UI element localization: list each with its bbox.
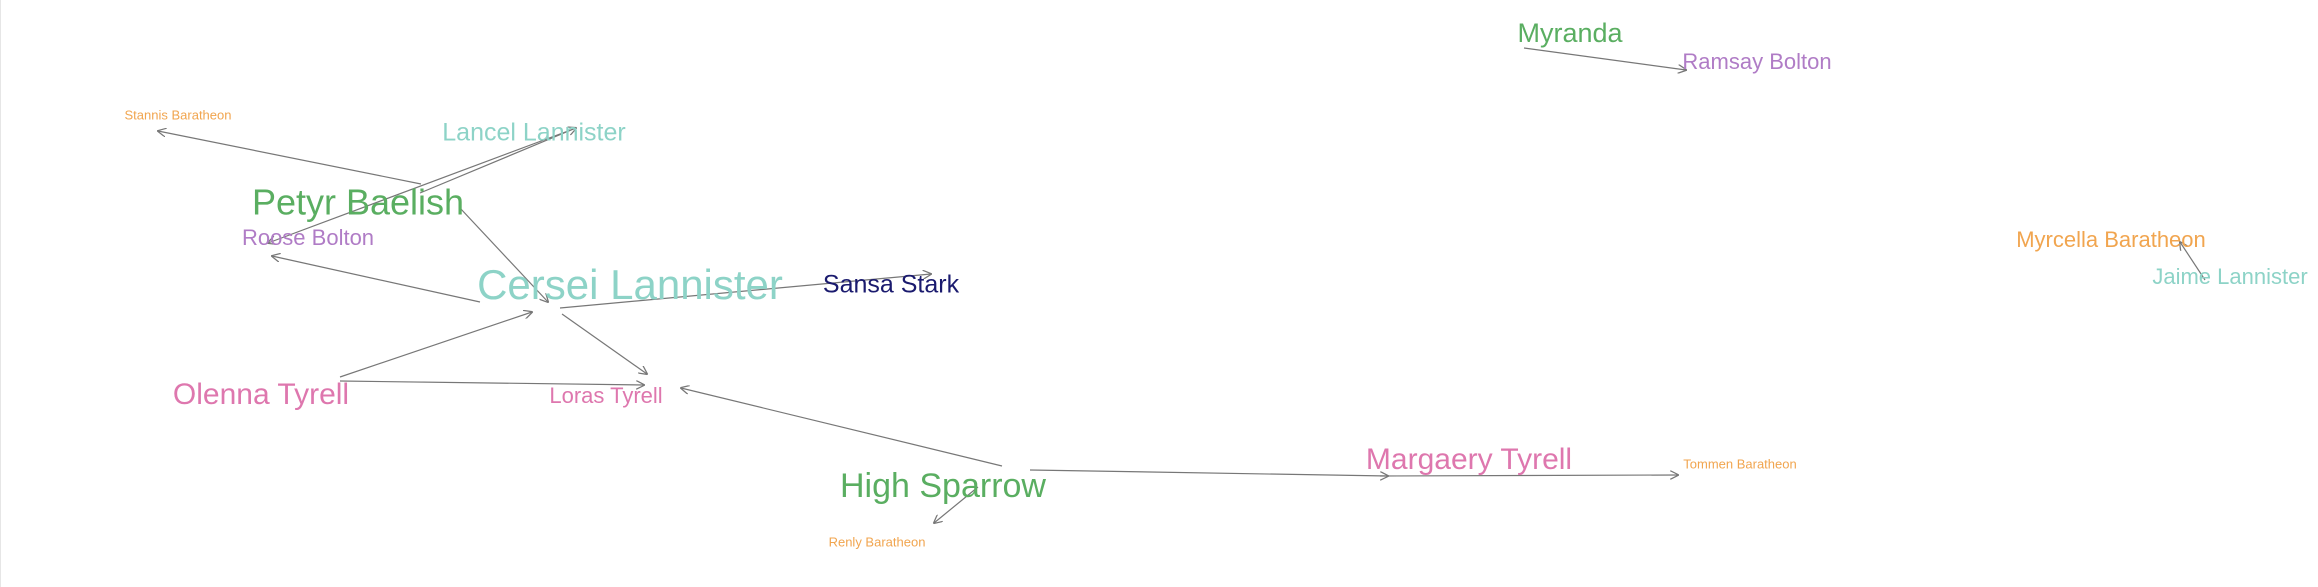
edge-olenna-to-loras[interactable] xyxy=(339,381,644,385)
node-loras[interactable]: Loras Tyrell xyxy=(549,383,662,408)
edge-sparrow-to-renly[interactable] xyxy=(934,486,979,523)
edge-sparrow-to-margaery[interactable] xyxy=(1029,469,1388,476)
canvas-border xyxy=(0,0,1,587)
node-lancel[interactable]: Lancel Lannister xyxy=(442,119,625,147)
node-ramsay[interactable]: Ramsay Bolton xyxy=(1682,49,1831,74)
edge-layer xyxy=(158,47,2206,523)
edge-cersei-to-loras[interactable] xyxy=(561,313,647,374)
edge-cersei-to-sansa[interactable] xyxy=(559,274,931,309)
edge-petyr-to-cersei[interactable] xyxy=(459,207,548,302)
edge-olenna-to-cersei[interactable] xyxy=(339,312,532,378)
node-renly[interactable]: Renly Baratheon xyxy=(829,534,926,549)
node-myranda[interactable]: Myranda xyxy=(1517,18,1623,48)
edge-lancel-to-roose[interactable] xyxy=(268,127,577,243)
node-myrcella[interactable]: Myrcella Baratheon xyxy=(2016,227,2206,252)
edge-jaime-to-myrcella[interactable] xyxy=(2180,242,2206,281)
node-petyr[interactable]: Petyr Baelish xyxy=(252,182,464,223)
node-margaery[interactable]: Margaery Tyrell xyxy=(1366,443,1572,476)
node-sansa[interactable]: Sansa Stark xyxy=(823,271,960,299)
edge-petyr-to-stannis[interactable] xyxy=(158,131,422,185)
edge-margaery-to-tommen[interactable] xyxy=(1379,475,1678,476)
node-roose[interactable]: Roose Bolton xyxy=(242,225,374,250)
edge-cersei-to-roose[interactable] xyxy=(272,256,481,303)
node-stannis[interactable]: Stannis Baratheon xyxy=(125,107,232,122)
edge-myranda-to-ramsay[interactable] xyxy=(1523,47,1686,70)
node-sparrow[interactable]: High Sparrow xyxy=(840,467,1046,505)
node-tommen[interactable]: Tommen Baratheon xyxy=(1683,456,1796,471)
node-jaime[interactable]: Jaime Lannister xyxy=(2152,264,2307,289)
node-cersei[interactable]: Cersei Lannister xyxy=(477,261,783,308)
node-label-layer: Cersei Lannister Petyr Baelish Lancel Lann… xyxy=(125,18,2308,549)
edge-sparrow-to-loras[interactable] xyxy=(681,388,1003,467)
node-olenna[interactable]: Olenna Tyrell xyxy=(173,378,349,411)
edge-petyr-to-lancel[interactable] xyxy=(419,128,576,194)
